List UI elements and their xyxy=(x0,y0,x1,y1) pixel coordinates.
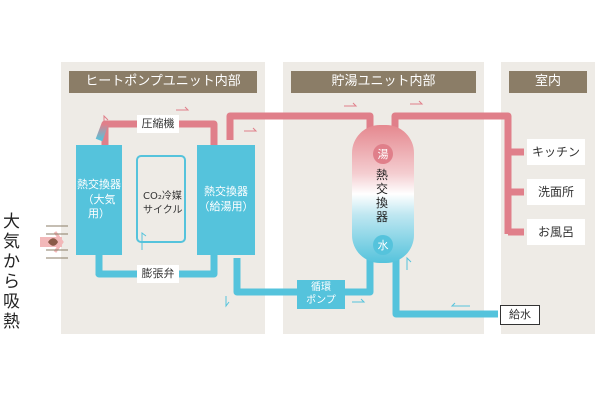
flow-arrow xyxy=(406,256,412,270)
indoor-header: 室内 xyxy=(509,71,587,93)
storage-tank xyxy=(352,125,414,263)
flow-arrow xyxy=(225,296,230,308)
flow-arrow xyxy=(95,264,100,276)
flow-arrow xyxy=(410,100,424,105)
hot-badge xyxy=(373,144,393,164)
hot-water-supply-pipe xyxy=(226,112,374,140)
compressor: 圧縮機 xyxy=(137,115,179,133)
outlet-kitchen: キッチン xyxy=(527,139,585,165)
cycle-outline xyxy=(136,155,186,243)
tank-exchanger-label: 熱交換器 xyxy=(376,168,389,224)
hot-water-outlet-pipe xyxy=(391,112,512,234)
refrigerant-left-link xyxy=(95,122,109,142)
flow-arrow xyxy=(450,302,470,307)
flow-arrow xyxy=(176,106,190,111)
flow-arrow xyxy=(344,102,358,107)
supply-water-label: 給水 xyxy=(500,305,540,325)
expansion-valve: 膨張弁 xyxy=(137,265,179,283)
supply-water-pipe xyxy=(392,255,498,318)
outlet-washroom: 洗面所 xyxy=(527,179,585,205)
storage-header: 貯湯ユニット内部 xyxy=(291,71,476,93)
flow-arrow xyxy=(244,127,258,132)
water-heat-exchanger: 熱交換器 （給湯用） xyxy=(197,145,255,255)
flow-arrow xyxy=(103,114,109,126)
air-heat-exchanger: 熱交換器 （大気用） xyxy=(76,145,122,255)
refrigerant-cycle-label: CO₂冷媒 サイクル xyxy=(143,191,183,216)
air-heat-label: 大気から吸熱 xyxy=(3,212,20,332)
outlet-bath: お風呂 xyxy=(527,219,585,245)
cold-label: 水 xyxy=(377,239,389,252)
flow-arrow xyxy=(352,298,366,303)
cold-badge xyxy=(373,235,393,255)
heat-pump-header: ヒートポンプユニット内部 xyxy=(69,71,257,93)
flow-arrow xyxy=(141,232,147,250)
air-intake-icon xyxy=(40,225,68,259)
circulation-pump: 循環 ポンプ xyxy=(297,280,345,309)
hot-label: 湯 xyxy=(377,148,389,161)
